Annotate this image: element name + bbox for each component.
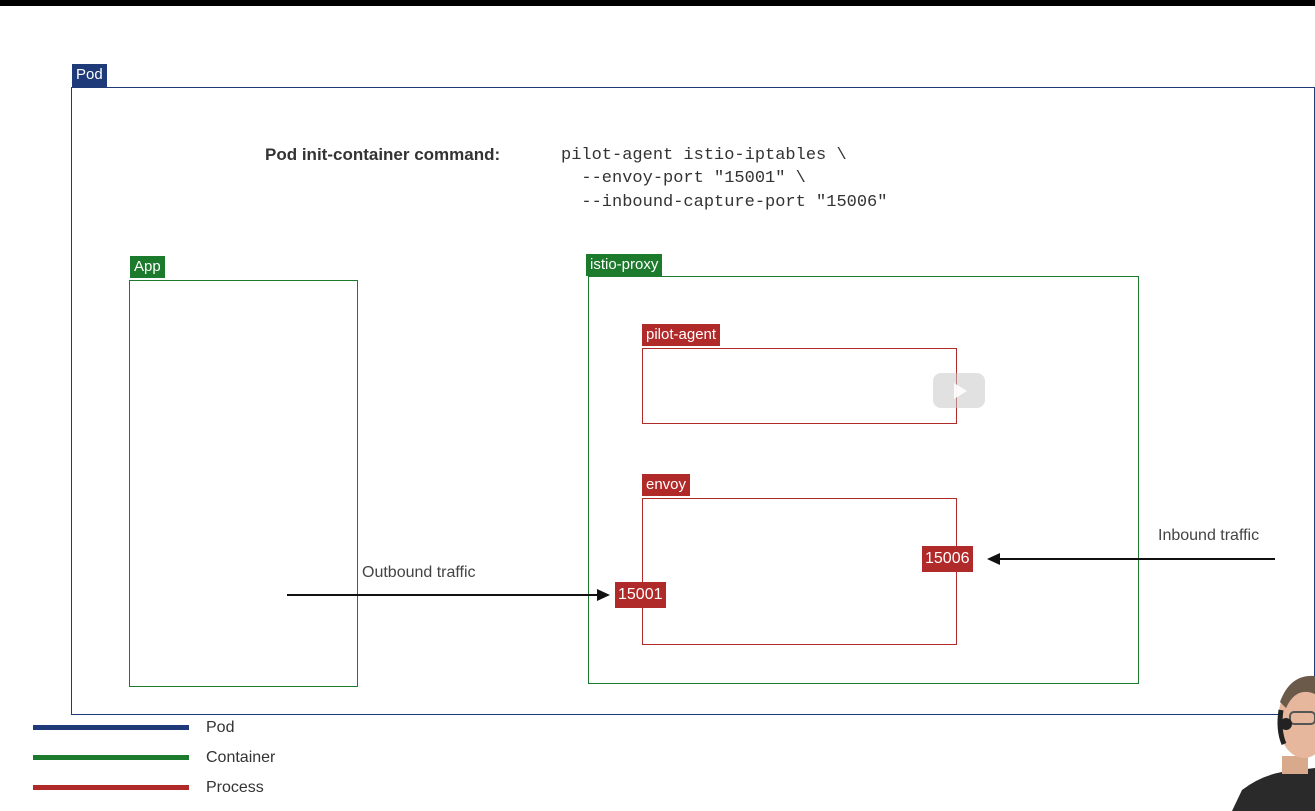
app-container-box: [129, 280, 358, 687]
legend-pod-label: Pod: [206, 719, 235, 736]
outbound-arrow: [287, 589, 610, 601]
command-line-2: --envoy-port "15001" \: [561, 169, 806, 188]
outbound-port-badge: 15001: [615, 582, 666, 608]
pod-label: Pod: [72, 64, 107, 87]
command-label: Pod init-container command:: [265, 145, 501, 164]
inbound-traffic-label: Inbound traffic: [1158, 527, 1260, 544]
inbound-arrow: [987, 553, 1275, 565]
outbound-traffic-label: Outbound traffic: [362, 564, 476, 581]
legend-process-label: Process: [206, 779, 264, 796]
inbound-port-badge: 15006: [922, 546, 973, 572]
command-line-3: --inbound-capture-port "15006": [561, 193, 888, 212]
presenter-avatar-image: [1232, 675, 1315, 811]
istio-proxy-container-box: [588, 276, 1139, 684]
legend-container-line: [33, 755, 189, 760]
legend-process-line: [33, 785, 189, 790]
legend-pod-line: [33, 725, 189, 730]
command-line-1: pilot-agent istio-iptables \: [561, 146, 847, 165]
istio-proxy-container-label: istio-proxy: [586, 254, 663, 276]
pilot-agent-process-label: pilot-agent: [642, 324, 721, 346]
app-container-label: App: [130, 256, 165, 278]
video-play-button[interactable]: [933, 373, 985, 408]
legend-container-label: Container: [206, 749, 276, 766]
video-top-bar: [0, 0, 1315, 6]
presenter-webcam: [1232, 672, 1315, 811]
envoy-process-label: envoy: [642, 474, 691, 496]
